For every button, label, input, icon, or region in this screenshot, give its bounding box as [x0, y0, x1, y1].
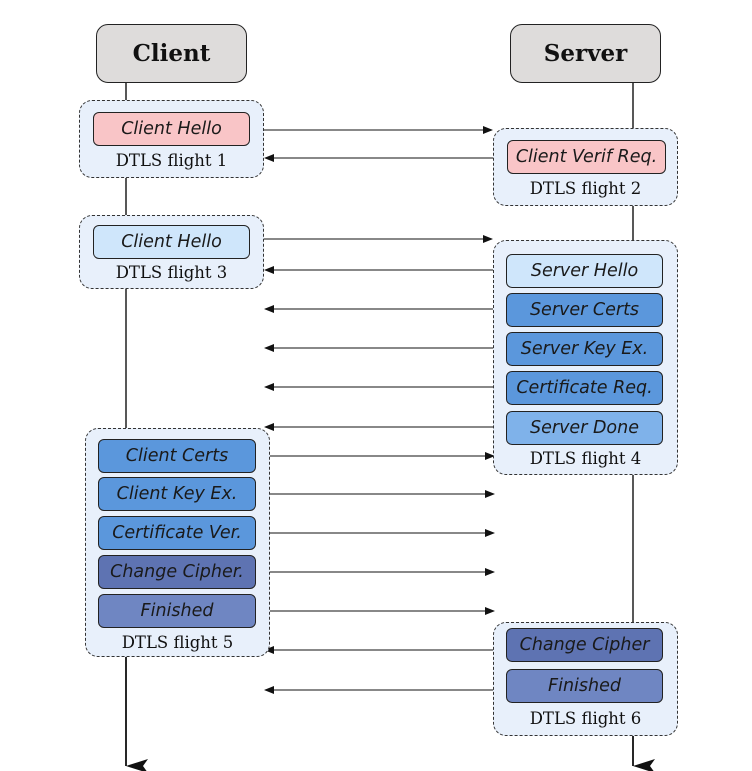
flight-4-label: DTLS flight 4: [529, 449, 642, 468]
flight-2-client-verif-req: Client Verif Req.: [507, 140, 666, 174]
flight-4-certificate-req: Certificate Req.: [506, 371, 663, 405]
flight-4-server-certs: Server Certs: [506, 293, 663, 327]
flight-6-finished: Finished: [506, 669, 663, 703]
server-endpoint: Server: [510, 24, 661, 83]
client-endpoint: Client: [96, 24, 247, 83]
flight-3-client-hello: Client Hello: [93, 225, 250, 259]
flight-5-client-key-ex: Client Key Ex.: [98, 477, 256, 511]
flight-5-client-certs: Client Certs: [98, 439, 256, 473]
flight-5-certificate-ver: Certificate Ver.: [98, 516, 256, 550]
flight-2-label: DTLS flight 2: [529, 179, 642, 198]
flight-5-group: Client Certs Client Key Ex. Certificate …: [85, 428, 270, 657]
flight-6-label: DTLS flight 6: [529, 709, 642, 728]
flight-4-server-hello: Server Hello: [506, 254, 663, 288]
flight-4-group: Server Hello Server Certs Server Key Ex.…: [493, 240, 678, 475]
flight-5-finished: Finished: [98, 594, 256, 628]
flight-2-group: Client Verif Req. DTLS flight 2: [493, 128, 678, 206]
flight-5-change-cipher: Change Cipher.: [98, 555, 256, 589]
flight-1-client-hello: Client Hello: [93, 112, 250, 146]
flight-4-server-key-ex: Server Key Ex.: [506, 332, 663, 366]
flight-1-label: DTLS flight 1: [115, 151, 228, 170]
flight-6-group: Change Cipher Finished DTLS flight 6: [493, 622, 678, 736]
flight-5-label: DTLS flight 5: [121, 633, 234, 652]
flight-3-group: Client Hello DTLS flight 3: [79, 215, 264, 289]
flight-4-server-done: Server Done: [506, 411, 663, 445]
flight-3-label: DTLS flight 3: [115, 263, 228, 282]
flight-1-group: Client Hello DTLS flight 1: [79, 100, 264, 178]
flight-6-change-cipher: Change Cipher: [506, 628, 663, 662]
